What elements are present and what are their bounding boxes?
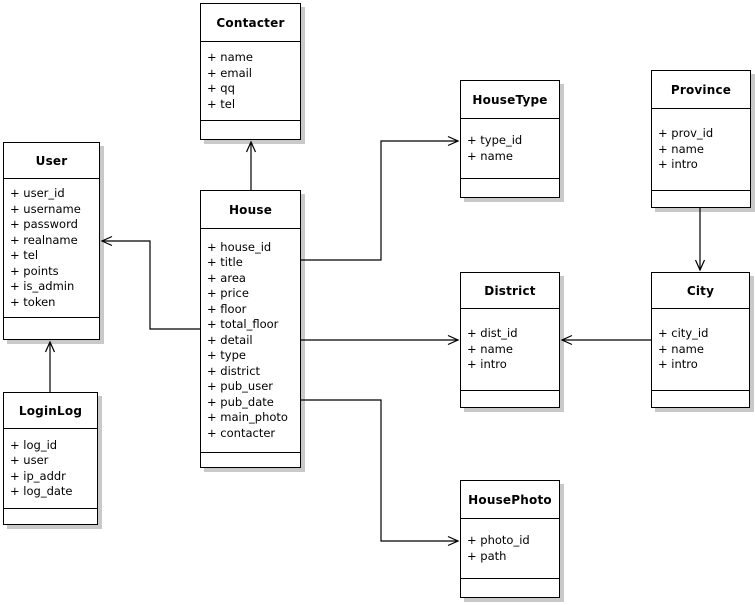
attribute-user-5: + points [10, 263, 59, 278]
attribute-contacter-3: + tel [207, 96, 236, 111]
attribute-house-4: + floor [207, 301, 247, 316]
attribute-user-0: + user_id [10, 186, 65, 200]
class-province[interactable]: Province+ prov_id+ name+ intro [651, 70, 751, 208]
class-title-city: City [652, 273, 749, 309]
class-contacter[interactable]: Contacter+ name+ email+ qq+ tel [200, 3, 301, 140]
attribute-house-5: + total_floor [207, 317, 279, 332]
class-attributes-district: + dist_id+ name+ intro [461, 309, 559, 391]
attribute-house-7: + type [207, 348, 246, 363]
attribute-house-6: + detail [207, 332, 253, 347]
attribute-city-2: + intro [658, 357, 698, 372]
class-title-contacter: Contacter [201, 4, 300, 42]
class-attributes-contacter: + name+ email+ qq+ tel [201, 42, 300, 121]
class-attributes-housetype: + type_id+ name [461, 119, 559, 179]
class-methods-housephoto [461, 579, 559, 597]
attribute-user-3: + realname [10, 232, 78, 247]
class-methods-city [652, 391, 749, 407]
class-attributes-loginlog: + log_id+ user+ ip_addr+ log_date [4, 429, 97, 509]
attribute-province-2: + intro [658, 157, 698, 172]
class-title-housephoto: HousePhoto [461, 481, 559, 519]
class-title-loginlog: LoginLog [4, 393, 97, 429]
attribute-contacter-1: + email [207, 65, 253, 80]
attribute-house-0: + house_id [207, 239, 272, 254]
class-attributes-user: + user_id+ username+ password+ realname+… [4, 179, 99, 318]
class-house[interactable]: House+ house_id+ title+ area+ price+ flo… [200, 190, 301, 468]
attribute-housetype-1: + name [467, 148, 513, 163]
attribute-house-3: + price [207, 286, 249, 301]
attribute-house-11: + main_photo [207, 410, 288, 425]
class-methods-housetype [461, 179, 559, 197]
attribute-contacter-0: + name [207, 50, 253, 64]
connection-house-to-housephoto [301, 399, 460, 547]
class-methods-user [4, 318, 99, 339]
class-attributes-province: + prov_id+ name+ intro [652, 109, 750, 191]
attribute-house-10: + pub_date [207, 394, 274, 409]
attribute-user-1: + username [10, 201, 81, 216]
class-attributes-city: + city_id+ name+ intro [652, 309, 749, 391]
class-methods-province [652, 191, 750, 207]
attribute-user-7: + token [10, 294, 56, 309]
class-title-province: Province [652, 71, 750, 109]
attribute-housephoto-0: + photo_id [467, 533, 530, 547]
attribute-city-0: + city_id [658, 326, 709, 341]
class-methods-contacter [201, 121, 300, 139]
class-housetype[interactable]: HouseType+ type_id+ name [460, 80, 560, 198]
class-loginlog[interactable]: LoginLog+ log_id+ user+ ip_addr+ log_dat… [3, 392, 98, 525]
connection-house-to-housetype [301, 135, 460, 261]
attribute-province-0: + prov_id [658, 126, 714, 141]
attribute-house-12: + contacter [207, 425, 276, 440]
class-attributes-housephoto: + photo_id+ path [461, 519, 559, 579]
class-district[interactable]: District+ dist_id+ name+ intro [460, 272, 560, 408]
class-methods-district [461, 391, 559, 407]
attribute-house-1: + title [207, 255, 243, 270]
class-city[interactable]: City+ city_id+ name+ intro [651, 272, 750, 408]
attribute-house-2: + area [207, 270, 246, 285]
attribute-loginlog-0: + log_id [10, 437, 58, 452]
class-methods-house [201, 453, 300, 467]
attribute-province-1: + name [658, 141, 704, 156]
attribute-housetype-0: + type_id [467, 133, 523, 147]
class-attributes-house: + house_id+ title+ area+ price+ floor+ t… [201, 229, 300, 453]
attribute-district-0: + dist_id [467, 326, 518, 341]
connection-house-to-user [100, 235, 200, 330]
class-title-housetype: HouseType [461, 81, 559, 119]
attribute-house-9: + pub_user [207, 379, 274, 394]
class-housephoto[interactable]: HousePhoto+ photo_id+ path [460, 480, 560, 598]
attribute-user-4: + tel [10, 248, 39, 262]
class-title-user: User [4, 143, 99, 179]
attribute-contacter-2: + qq [207, 81, 235, 95]
attribute-housephoto-1: + path [467, 548, 507, 563]
attribute-district-1: + name [467, 341, 513, 356]
attribute-house-8: + district [207, 363, 261, 378]
attribute-user-6: + is_admin [10, 279, 75, 293]
class-user[interactable]: User+ user_id+ username+ password+ realn… [3, 142, 100, 340]
attribute-loginlog-1: + user [10, 453, 49, 467]
attribute-city-1: + name [658, 341, 704, 356]
class-title-district: District [461, 273, 559, 309]
attribute-district-2: + intro [467, 357, 507, 372]
attribute-loginlog-3: + log_date [10, 484, 73, 498]
attribute-user-2: + password [10, 217, 78, 231]
class-methods-loginlog [4, 509, 97, 524]
class-title-house: House [201, 191, 300, 229]
attribute-loginlog-2: + ip_addr [10, 468, 66, 483]
